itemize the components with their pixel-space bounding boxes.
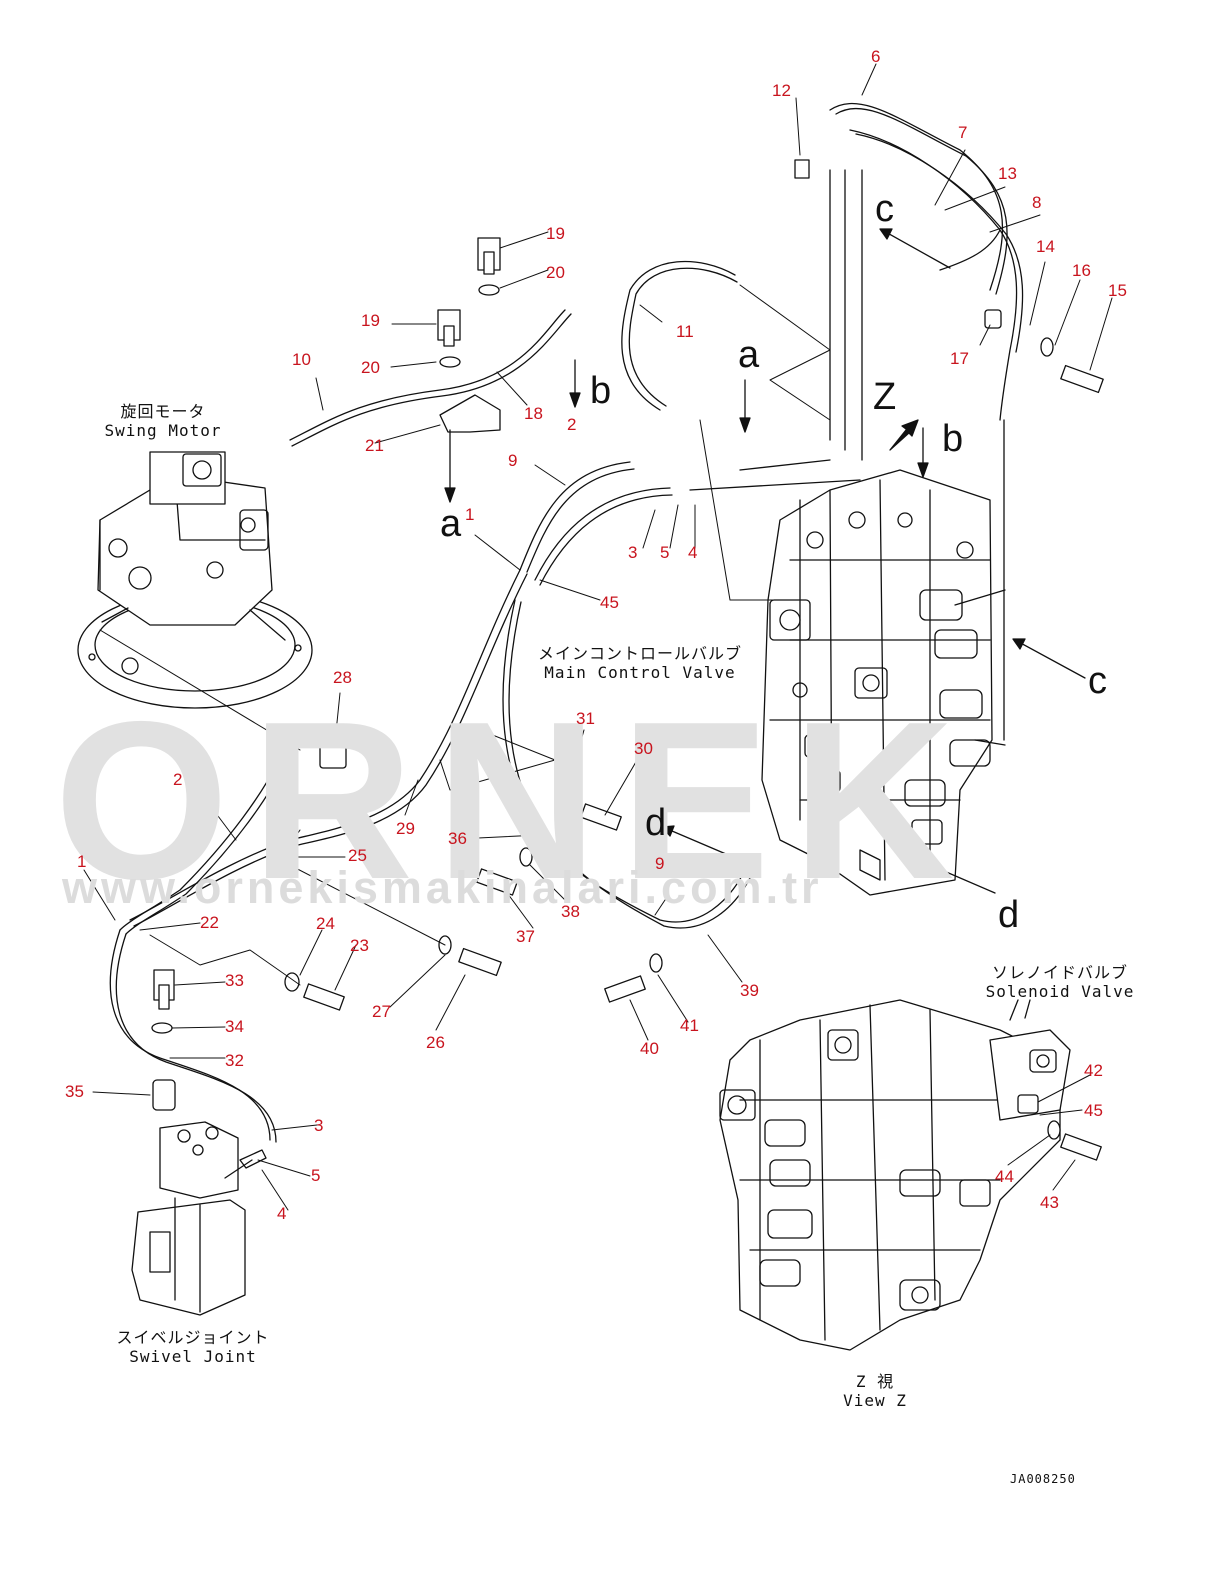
- callout: 33: [225, 971, 244, 990]
- callout: 9: [655, 854, 665, 873]
- callout: 40: [640, 1039, 659, 1058]
- callout: 1: [465, 505, 475, 524]
- callout: 28: [333, 668, 352, 687]
- callout: 27: [372, 1002, 391, 1021]
- callout: 35: [65, 1082, 84, 1101]
- callout: 18: [524, 404, 543, 423]
- callout: 25: [348, 846, 367, 865]
- caption-view-z-en: View Z: [843, 1391, 907, 1410]
- watermark-url: www.ornekismakinalari.com.tr: [62, 862, 823, 913]
- callout: 32: [225, 1051, 244, 1070]
- callout: 19: [546, 224, 565, 243]
- caption-solenoid-valve-jp: ソレノイドバルブ: [991, 963, 1128, 982]
- view-marker-c-right: c: [1088, 660, 1107, 702]
- view-marker-a-left: a: [440, 503, 462, 545]
- callout: 37: [516, 927, 535, 946]
- leader-lines: [83, 63, 1113, 1211]
- callout: 14: [1036, 237, 1055, 256]
- callout: 5: [311, 1166, 321, 1185]
- callout: 34: [225, 1017, 244, 1036]
- callout: 4: [688, 543, 698, 562]
- callout: 6: [871, 47, 881, 66]
- view-marker-a: a: [738, 334, 760, 376]
- callout: 22: [200, 913, 219, 932]
- callout: 41: [680, 1016, 699, 1035]
- callout: 36: [448, 829, 467, 848]
- main-control-valve-drawing: [761, 469, 1006, 896]
- callout: 20: [361, 358, 380, 377]
- caption-view-z: Z 視 View Z: [820, 1372, 930, 1410]
- caption-swivel-joint-jp: スイベルジョイント: [116, 1328, 270, 1347]
- callout: 45: [1084, 1101, 1103, 1120]
- callout: 42: [1084, 1061, 1103, 1080]
- callout: 8: [1032, 193, 1042, 212]
- callout: 7: [958, 123, 968, 142]
- callout: 38: [561, 902, 580, 921]
- callout: 17: [950, 349, 969, 368]
- callout: 2: [173, 770, 183, 789]
- callout: 1: [77, 852, 87, 871]
- callout: 2: [567, 415, 577, 434]
- callout: 39: [740, 981, 759, 1000]
- caption-swivel-joint-en: Swivel Joint: [129, 1347, 257, 1366]
- caption-swing-motor-en: Swing Motor: [104, 421, 222, 440]
- view-marker-z: Z: [873, 376, 897, 418]
- caption-view-z-jp: Z 視: [855, 1372, 895, 1391]
- view-marker-c: c: [875, 188, 894, 230]
- view-marker-d-right: d: [998, 894, 1020, 936]
- caption-swing-motor: 旋回モータ Swing Motor: [88, 402, 238, 440]
- caption-main-control-valve: メインコントロールバルブ Main Control Valve: [520, 644, 760, 682]
- callout: 3: [314, 1116, 324, 1135]
- callout: 26: [426, 1033, 445, 1052]
- caption-solenoid-valve-en: Solenoid Valve: [985, 982, 1135, 1001]
- callout: 15: [1108, 281, 1127, 300]
- caption-solenoid-valve: ソレノイドバルブ Solenoid Valve: [970, 963, 1150, 1001]
- callout: 24: [316, 914, 335, 933]
- callout: 12: [772, 81, 791, 100]
- callout: 29: [396, 819, 415, 838]
- callout: 43: [1040, 1193, 1059, 1212]
- callout: 3: [628, 543, 638, 562]
- callout: 30: [634, 739, 653, 758]
- view-marker-d: d: [645, 802, 667, 844]
- callout: 20: [546, 263, 565, 282]
- view-marker-b-right: b: [942, 418, 964, 460]
- callout: 10: [292, 350, 311, 369]
- swing-motor-drawing: [77, 451, 313, 709]
- caption-mcv-en: Main Control Valve: [544, 663, 736, 682]
- callout: 45: [600, 593, 619, 612]
- callout: 16: [1072, 261, 1091, 280]
- callout: 23: [350, 936, 369, 955]
- hardware: [151, 159, 1104, 1161]
- caption-swivel-joint: スイベルジョイント Swivel Joint: [108, 1328, 278, 1366]
- callout: 21: [365, 436, 384, 455]
- view-marker-b: b: [590, 370, 612, 412]
- callout: 13: [998, 164, 1017, 183]
- callout: 11: [676, 322, 694, 341]
- hoses: [109, 102, 1024, 1143]
- swivel-joint-drawing: [131, 1121, 267, 1316]
- view-z-drawing: [719, 999, 1071, 1351]
- watermark-brand: ORNEK: [54, 674, 977, 926]
- caption-swing-motor-jp: 旋回モータ: [120, 402, 206, 421]
- view-arrows: [444, 228, 1086, 894]
- caption-mcv-jp: メインコントロールバルブ: [537, 644, 742, 663]
- callout: 31: [576, 709, 595, 728]
- callout: 4: [277, 1204, 287, 1223]
- document-code: JA008250: [1010, 1472, 1076, 1486]
- callout: 9: [508, 451, 518, 470]
- callout: 5: [660, 543, 670, 562]
- callout: 19: [361, 311, 380, 330]
- callout: 44: [995, 1167, 1014, 1186]
